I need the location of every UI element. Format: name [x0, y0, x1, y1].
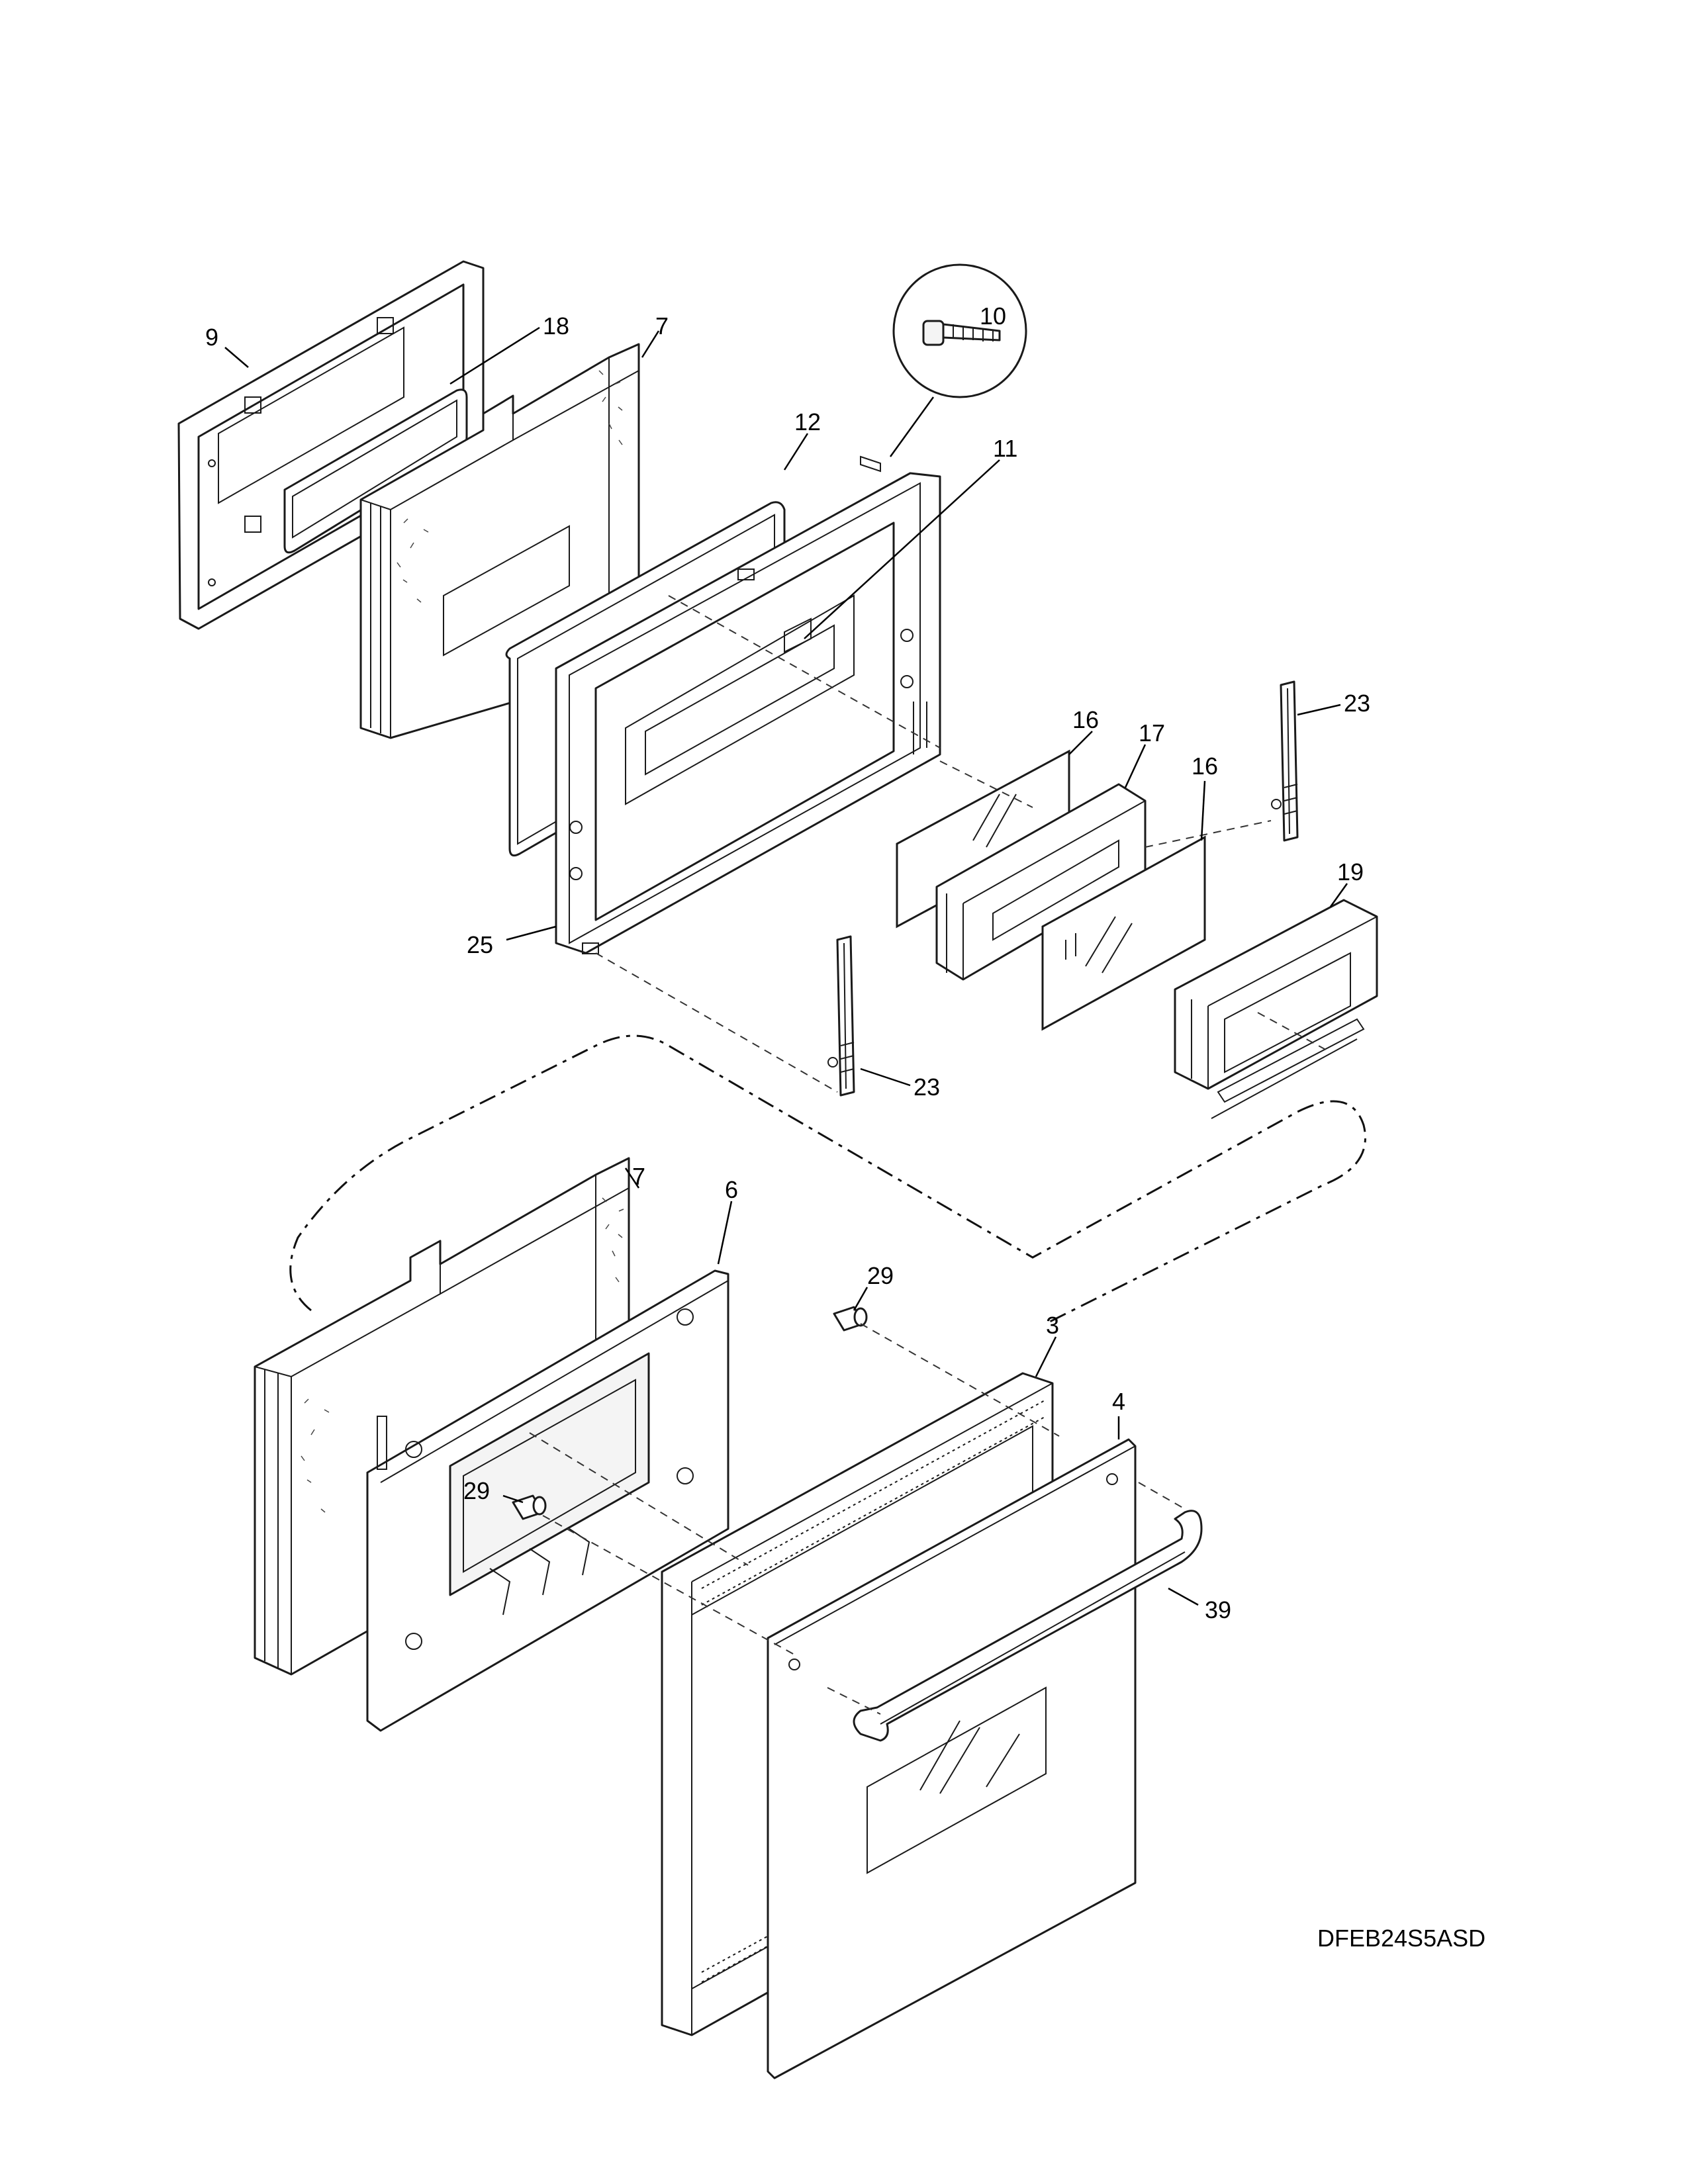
part-7-insulation-bottom [254, 1157, 630, 1676]
callout-17: 17 [1139, 719, 1165, 747]
callout-10: 10 [980, 302, 1006, 330]
callout-7-top: 7 [655, 312, 669, 340]
alignment-lines [529, 595, 1331, 1715]
callout-25: 25 [467, 931, 493, 958]
part-39-handle [853, 1510, 1203, 1742]
callout-6: 6 [725, 1176, 738, 1203]
callout-39: 39 [1205, 1596, 1231, 1623]
part-10-screw-detail [860, 263, 1027, 473]
callout-18: 18 [543, 312, 569, 340]
callout-23-right: 23 [1344, 690, 1370, 717]
part-6-inner-door-panel [366, 1269, 729, 1732]
callout-7-bottom: 7 [632, 1163, 645, 1190]
callout-29-bottom: 29 [463, 1477, 490, 1504]
callout-3: 3 [1046, 1312, 1059, 1339]
callout-16-rear: 16 [1192, 752, 1218, 780]
leader-lines [224, 326, 1348, 1606]
part-23-hinge-left [827, 935, 855, 1097]
part-4-outer-glass [767, 1438, 1137, 2079]
callout-9: 9 [205, 324, 218, 351]
part-9-door-liner [177, 260, 485, 630]
callout-12: 12 [794, 408, 821, 435]
part-16-glass-rear [1041, 835, 1206, 1031]
callout-4: 4 [1112, 1388, 1125, 1415]
model-code-label: DFEB24S5ASD [1317, 1925, 1486, 1952]
part-29-spacer-top [833, 1306, 868, 1332]
callout-labels: 9 18 7 10 12 11 16 17 16 23 19 25 23 7 6… [205, 302, 1370, 1623]
part-23-hinge-right [1271, 680, 1299, 842]
callout-16-front: 16 [1072, 706, 1099, 733]
callout-19: 19 [1337, 858, 1364, 886]
callout-29-top: 29 [867, 1262, 894, 1289]
callout-11: 11 [993, 435, 1017, 462]
part-19-glass-retainer [1174, 899, 1378, 1119]
part-25-door-frame [555, 472, 941, 954]
assembly-group-outline [289, 1034, 1366, 1325]
callout-23-left: 23 [914, 1073, 940, 1101]
